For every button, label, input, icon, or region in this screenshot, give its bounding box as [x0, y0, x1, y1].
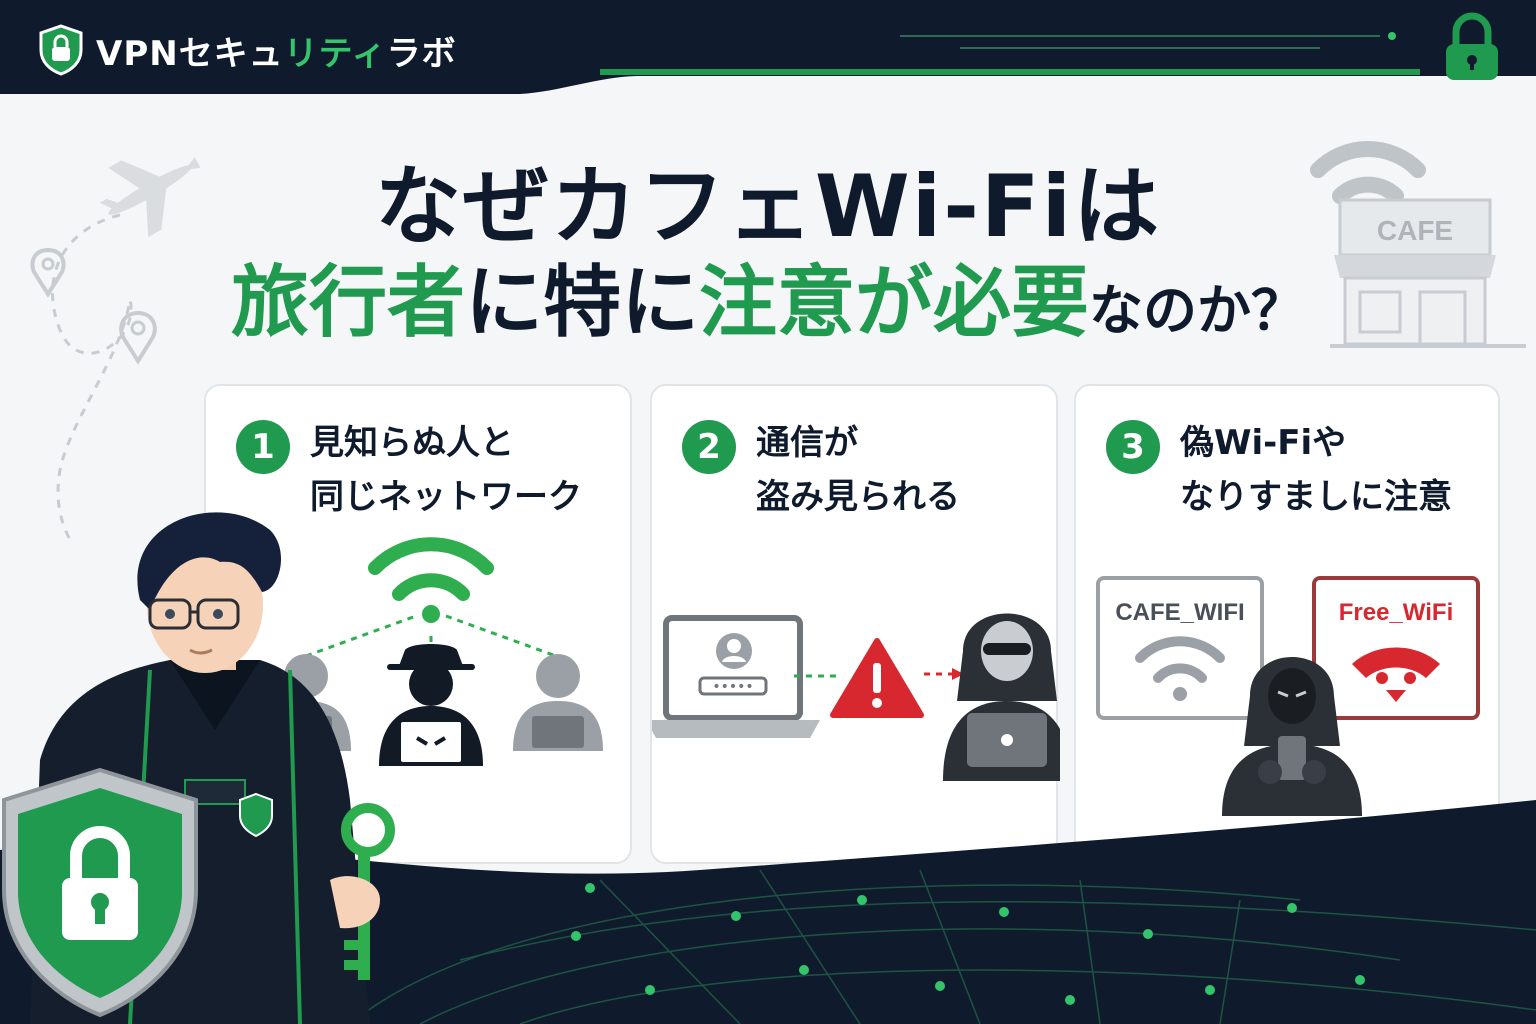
card-fake-wifi: 3 偽Wi-Fiやなりすましに注意 CAFE_WIFI Free_WiFi [1074, 384, 1500, 864]
brand-name: VPNセキュリティラボ [96, 33, 457, 74]
fake-wifi-illustration: CAFE_WIFI Free_WiFi [1096, 576, 1480, 816]
card-title-line2: 盗み見られる [756, 477, 960, 517]
user-silhouette-icon [513, 654, 603, 751]
map-pin-icon [119, 310, 157, 365]
shield-lock-icon [39, 24, 83, 76]
airplane-icon [99, 157, 201, 238]
fake-network-sign: Free_WiFi [1312, 576, 1480, 720]
map-pin-icon [30, 247, 66, 298]
card-title-line2: なりすましに注意 [1180, 477, 1452, 517]
hacker-hat-icon [379, 644, 483, 766]
card-title-line2: 同じネットワーク [310, 477, 582, 517]
step-number: 3 [1106, 420, 1160, 474]
legit-network-sign: CAFE_WIFI [1096, 576, 1264, 720]
cafe-building-illustration: CAFE [1330, 198, 1526, 348]
headline-line2: 旅行者に特に注意が必要なのか？ [140, 240, 1396, 352]
security-mascot-illustration [2, 512, 395, 1024]
warning-icon [830, 638, 924, 718]
card-title-line1: 見知らぬ人と [310, 423, 514, 463]
wifi-icon [368, 537, 494, 623]
hooded-hacker-icon [943, 613, 1060, 781]
laptop-icon: ••••• [652, 615, 820, 738]
headline-word-caution: 注意が必要 [699, 258, 1090, 348]
fake-network-name: Free_WiFi [1339, 599, 1453, 626]
eavesdropping-illustration: ••••• [652, 613, 1060, 781]
wifi-icon [1135, 636, 1225, 701]
hooded-hacker-icon [1222, 657, 1362, 816]
card-title-line1: 偽Wi-Fiや [1180, 423, 1347, 463]
svg-text:•••••: ••••• [712, 679, 753, 695]
step-number: 1 [236, 420, 290, 474]
headline-line1: なぜカフェWi-Fiは [374, 157, 1162, 257]
card-eavesdropping: 2 通信が盗み見られる ••••• [650, 384, 1060, 864]
card-title-line1: 通信が [756, 423, 858, 463]
shield-lock-icon [2, 767, 198, 1018]
step-number: 2 [682, 420, 736, 474]
top-bar [0, 0, 1536, 94]
cafe-sign: CAFE [1377, 215, 1453, 246]
headline-word-question: なのか？ [1089, 279, 1306, 342]
headline-word-traveler: 旅行者 [230, 258, 465, 348]
brand-logo[interactable]: VPNセキュリティラボ [38, 24, 457, 76]
legit-network-name: CAFE_WIFI [1115, 599, 1244, 626]
lock-icon [1446, 12, 1498, 80]
danger-wifi-icon [1352, 647, 1440, 702]
headline-word: に特に [464, 258, 699, 348]
